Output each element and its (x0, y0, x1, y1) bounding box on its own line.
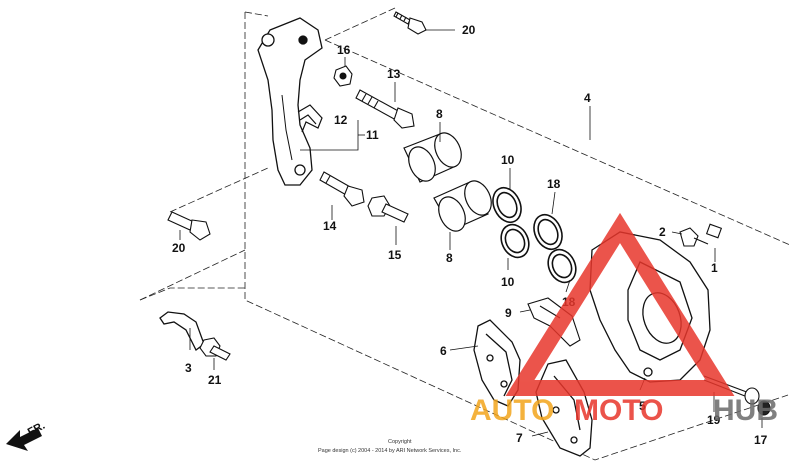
watermark-word-moto: MOTO (574, 394, 663, 427)
front-direction-arrow: FR. (6, 420, 47, 451)
callout-11: 11 (366, 128, 379, 142)
callout-3: 3 (185, 361, 192, 375)
callout-17: 17 (754, 433, 768, 447)
pin-bolt-13 (355, 89, 415, 129)
assembly-boundary (139, 7, 791, 461)
callout-2: 2 (659, 225, 666, 239)
callout-1: 1 (711, 261, 718, 275)
callout-20-top: 20 (462, 23, 476, 37)
callout-5: 5 (639, 399, 646, 413)
callout-10-lower: 10 (501, 275, 515, 289)
callout-8-upper: 8 (436, 107, 443, 121)
watermark-word-hub: HUB (713, 394, 778, 427)
leader-lines (179, 29, 763, 437)
piston-8-lower (433, 180, 492, 232)
seal-10-lower (500, 223, 530, 259)
seal-10-upper (492, 186, 522, 224)
callout-20-lower: 20 (172, 241, 186, 255)
bolt-20-top (393, 11, 427, 35)
bolt-15 (367, 195, 409, 223)
automotohub-watermark: AUTO MOTO HUB (470, 212, 778, 427)
callout-6: 6 (440, 344, 447, 358)
arrow-icon (6, 428, 42, 451)
pad-retainer-3 (159, 311, 205, 351)
watermark-word-auto: AUTO (470, 394, 554, 427)
brake-pad-6 (473, 319, 521, 407)
direction-label: FR. (26, 420, 47, 439)
caliper-bracket (257, 17, 323, 186)
piston-8-upper (403, 132, 462, 183)
copyright-line-2: Page design (c) 2004 - 2014 by ARI Netwo… (318, 448, 462, 454)
bolt-20-lower (167, 211, 211, 241)
callout-21: 21 (208, 373, 222, 387)
caliper-body (589, 231, 711, 383)
seal-18-lower (547, 248, 577, 284)
callout-15: 15 (388, 248, 402, 262)
seal-18-upper (533, 213, 563, 251)
callout-13: 13 (387, 67, 401, 81)
callout-labels: 20 16 13 12 11 8 4 10 18 14 15 8 10 18 9… (172, 23, 768, 447)
callout-16: 16 (337, 43, 351, 57)
nut-16 (333, 65, 353, 87)
callout-8-lower: 8 (446, 251, 453, 265)
copyright-notice: Copyright Page design (c) 2004 - 2014 by… (318, 439, 462, 454)
callout-12: 12 (334, 113, 348, 127)
cap-1 (705, 223, 723, 239)
callout-19: 19 (707, 413, 721, 427)
callout-7: 7 (516, 431, 523, 445)
copyright-line-1: Copyright (388, 439, 412, 445)
callout-10-upper: 10 (501, 153, 515, 167)
pad-spring (297, 104, 323, 133)
watermark-triangle (505, 212, 735, 396)
cap-17 (744, 387, 771, 416)
callout-9: 9 (505, 306, 512, 320)
bolt-21 (199, 337, 231, 361)
callout-4: 4 (584, 91, 591, 105)
callout-18-upper: 18 (547, 177, 561, 191)
pin-14 (319, 171, 365, 207)
bleeder-2 (679, 227, 709, 247)
callout-14: 14 (323, 219, 337, 233)
